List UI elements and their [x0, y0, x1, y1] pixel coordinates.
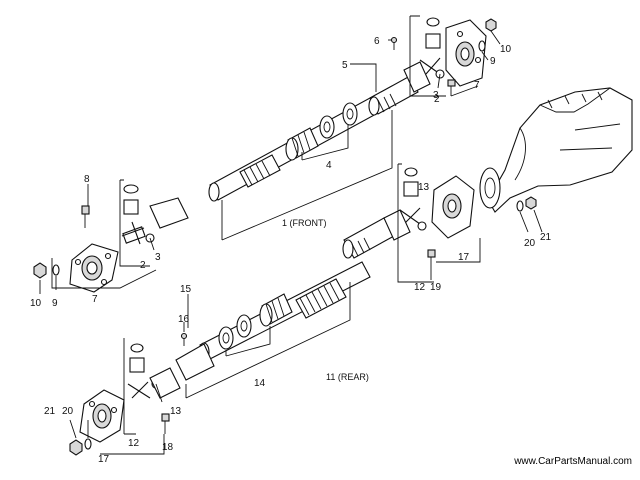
- callout-12-rear-right: 12: [414, 282, 426, 293]
- differential-housing: [479, 87, 633, 213]
- callout-4: 4: [326, 160, 332, 171]
- callout-9-front-left: 9: [52, 298, 58, 309]
- front-left-flange: [69, 243, 119, 293]
- callout-21-rear-left: 21: [44, 406, 56, 417]
- callout-9-front-right: 9: [490, 56, 496, 67]
- callout-17-rear-left: 17: [98, 454, 110, 465]
- rear-front-yoke: [175, 332, 215, 381]
- front-sleeve-yoke: [368, 75, 419, 116]
- callout-3-front-right: 3: [433, 90, 439, 101]
- front-left-bolt: [81, 205, 90, 228]
- front-left-yoke: [121, 184, 189, 245]
- rear-right-bolt: [427, 249, 436, 268]
- callout-10-front-left: 10: [30, 298, 42, 309]
- callout-2-front-right: 2: [434, 94, 440, 105]
- rear-right-nut: [516, 196, 537, 212]
- front-right-journal: [403, 17, 445, 93]
- rear-center-bearing: [218, 293, 293, 350]
- front-right-bolt: [447, 79, 456, 96]
- rear-right-journal: [383, 167, 427, 241]
- front-right-flange: [445, 19, 487, 87]
- callout-2-front-left: 2: [140, 260, 146, 271]
- callout-10-front-right: 10: [500, 44, 512, 55]
- watermark: www.CarPartsManual.com: [513, 456, 632, 467]
- callout-5: 5: [342, 60, 348, 71]
- callout-7-front-right: 7: [474, 80, 480, 91]
- callout-18: 18: [162, 442, 174, 453]
- callout-7-front-left: 7: [92, 294, 98, 305]
- callout-21-rear-right: 21: [540, 232, 552, 243]
- callout-13-rear-left: 13: [170, 406, 182, 417]
- front-right-nut: [478, 18, 497, 52]
- rear-left-journal: [127, 343, 181, 399]
- front-grease-nipple: [390, 36, 398, 50]
- callout-19: 19: [430, 282, 442, 293]
- callout-13-rear-right: 13: [418, 182, 430, 193]
- front-left-nut: [33, 262, 60, 279]
- callout-rear-shaft: 11 (REAR): [326, 372, 369, 382]
- callout-12-rear-left: 12: [128, 438, 140, 449]
- rear-left-nut: [69, 438, 92, 456]
- callout-15: 15: [180, 284, 192, 295]
- callout-17-rear-right: 17: [458, 252, 470, 263]
- rear-right-flange: [431, 175, 475, 239]
- callout-20-rear-right: 20: [524, 238, 536, 249]
- callout-6: 6: [374, 36, 380, 47]
- front-center-bearing: [285, 102, 358, 161]
- callout-14: 14: [254, 378, 266, 389]
- rear-left-flange: [79, 389, 125, 443]
- callout-3-front-left: 3: [155, 252, 161, 263]
- callout-20-rear-left: 20: [62, 406, 74, 417]
- callout-front-shaft: 1 (FRONT): [282, 218, 327, 228]
- rear-left-bolt: [161, 413, 170, 434]
- leader-lines: [39, 15, 543, 455]
- callout-8: 8: [84, 174, 90, 185]
- callout-16: 16: [178, 314, 190, 325]
